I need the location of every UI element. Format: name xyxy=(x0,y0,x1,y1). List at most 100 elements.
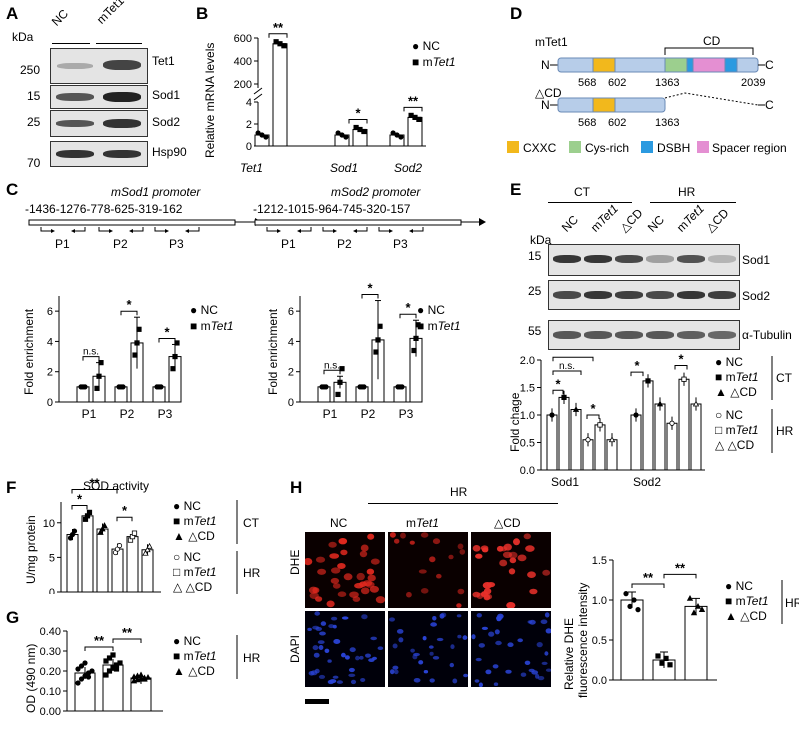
b-break-2 xyxy=(253,93,263,101)
cells-dapi-cd-cell-18 xyxy=(544,651,549,656)
cells-dapi-cd-cell-17 xyxy=(507,642,514,647)
ylabel-h-1: Relative DHE xyxy=(562,618,576,690)
mw-15-e: 15 xyxy=(528,249,542,263)
c-term-cd: C xyxy=(765,98,774,112)
cells-dapi-cd-cell-12 xyxy=(540,619,548,625)
f-bar-2 xyxy=(96,528,109,593)
g-ticklabel-1: 0.10 xyxy=(40,686,61,698)
hr-underline-e xyxy=(650,202,736,203)
group-label-ct-e: CT xyxy=(574,185,590,199)
h-bar-2 xyxy=(684,605,708,681)
cells-dhe-nc-cell-5 xyxy=(343,573,353,581)
cells-dapi-cd-cell-15 xyxy=(471,634,476,640)
b-utick-label-0: 200 xyxy=(234,79,252,91)
g-pt-0-0 xyxy=(75,680,81,686)
legend-swatch-dsbh xyxy=(641,141,653,153)
c-primers-2-rev-1 xyxy=(357,227,368,232)
blot-e1-band-0 xyxy=(553,255,581,263)
b-bar-Tet1-1 xyxy=(272,43,288,147)
cells-dapi-mtet1-cell-26 xyxy=(390,669,395,675)
c-plot1-pt-0-1-0 xyxy=(94,385,100,391)
g-pt-0-6 xyxy=(78,663,85,669)
c-primers-2-label-1: P2 xyxy=(337,237,352,251)
mw-55-e: 55 xyxy=(528,324,542,338)
cells-dhe-cd-cell-20 xyxy=(483,593,493,600)
f-pt-2-2 xyxy=(101,522,108,528)
cells-dapi-nc-cell-37 xyxy=(327,659,332,663)
g-pt-1-8 xyxy=(113,666,120,672)
cells-dapi-nc-cell-38 xyxy=(324,648,330,653)
blot-e2-band-1 xyxy=(584,291,612,299)
c-plot1-xtick-1: P2 xyxy=(120,407,135,421)
h-pt-1-3 xyxy=(667,662,673,668)
col-label-nc-h: NC xyxy=(330,516,348,530)
e-bar-0-4 xyxy=(594,424,606,471)
cells-dapi-mtet1-cell-10 xyxy=(430,622,437,627)
cells-dapi-mtet1-cell-4 xyxy=(423,670,429,674)
b-pt-2-0-1 xyxy=(394,132,400,138)
promoter-coords-sod1: -1436-1276-778-625-319-162 xyxy=(25,202,183,216)
chart-c: Fold enrichment Fold enrichment 0246n.s.… xyxy=(22,281,461,421)
cells-dhe-nc-cell-26 xyxy=(315,596,323,602)
cells-dhe-cd-cell-8 xyxy=(472,545,481,552)
cells-dhe-mtet1-cell-12 xyxy=(457,588,465,595)
c-plot1-pt-2-1-0 xyxy=(170,366,176,372)
g-sig-1-bracket xyxy=(112,638,142,643)
c-plot1-sig-1-label: * xyxy=(126,297,132,312)
cells-dapi-nc-cell-5 xyxy=(348,673,356,677)
legend-f-hr-2: □ mTet1 xyxy=(173,565,217,579)
lane-e-1: NC xyxy=(558,212,581,235)
legend-g-2: ■ mTet1 xyxy=(173,649,217,663)
blot-tet1 xyxy=(50,48,148,84)
c-primers-1-rev-0 xyxy=(75,227,86,232)
row-label-hsp90-a: Hsp90 xyxy=(152,145,187,159)
ct-underline-e xyxy=(548,202,632,203)
cells-dhe-mtet1-cell-8 xyxy=(456,603,462,608)
ct-label-f: CT xyxy=(243,516,260,530)
lane-underline-nc xyxy=(52,43,90,44)
b-pt-2-0-0 xyxy=(390,130,396,136)
cells-dapi-cd-cell-21 xyxy=(537,676,545,681)
cells-dapi-cd-cell-26 xyxy=(545,668,552,672)
cells-dhe-nc-cell-6 xyxy=(367,533,375,540)
cells-dhe-nc-cell-14 xyxy=(337,591,347,597)
cells-dhe-mtet1-cell-14 xyxy=(418,569,427,574)
c-primers-2-rev-head-0 xyxy=(297,229,301,233)
c-primers-1-fwd-2 xyxy=(154,227,165,232)
cells-dapi-mtet1-cell-18 xyxy=(398,637,404,643)
xtick-tet1-b: Tet1 xyxy=(240,161,263,175)
row-label-dapi: DAPI xyxy=(288,634,302,663)
cells-dapi-mtet1-cell-5 xyxy=(432,656,440,660)
col-label-cd-h: △CD xyxy=(494,516,521,530)
xtick-sod2-e: Sod2 xyxy=(633,475,661,489)
xtick-sod1-e: Sod1 xyxy=(551,475,579,489)
cells-dhe-cd-cell-10 xyxy=(481,547,489,553)
c-plot2-sig-0-label: n.s. xyxy=(324,360,340,371)
wt-dsbh-domain-2 xyxy=(724,57,738,73)
f-bar-5 xyxy=(141,549,154,593)
e-ticklabel-0: 0.0 xyxy=(520,465,535,477)
c-primers-1-rev-head-1 xyxy=(129,229,133,233)
c-plot1-pt-2-1-2 xyxy=(174,340,180,346)
mw-25-e: 25 xyxy=(528,284,542,298)
panel-label-a: A xyxy=(6,4,19,23)
e-bar-1-1 xyxy=(642,380,654,471)
image-dhe-mtet1 xyxy=(388,532,468,608)
cells-dhe-mtet1-cell-0 xyxy=(394,538,400,544)
legend-dsbh: DSBH xyxy=(657,141,690,155)
e-sig-2-bracket xyxy=(552,370,582,375)
h-pt-1-1 xyxy=(659,660,665,666)
f-pt-0-2 xyxy=(71,528,78,534)
cells-dapi-nc-cell-20 xyxy=(312,645,319,651)
e-sig-4-label: * xyxy=(634,358,640,373)
lane-label-nc-a: NC xyxy=(48,6,71,29)
wt-pos-1363: 1363 xyxy=(655,77,679,89)
image-dhe-cd xyxy=(471,532,551,609)
lane-label-mtet1-a: mTet1 xyxy=(93,0,127,27)
c-primers-1-label-0: P1 xyxy=(55,237,70,251)
cells-dapi-cd-cell-23 xyxy=(527,620,533,624)
c-plot2-xtick-2: P3 xyxy=(399,407,414,421)
e-pt-1-1 xyxy=(645,378,651,384)
cells-dhe-mtet1-cell-7 xyxy=(457,543,464,550)
h-sig-0-bracket xyxy=(631,583,665,588)
